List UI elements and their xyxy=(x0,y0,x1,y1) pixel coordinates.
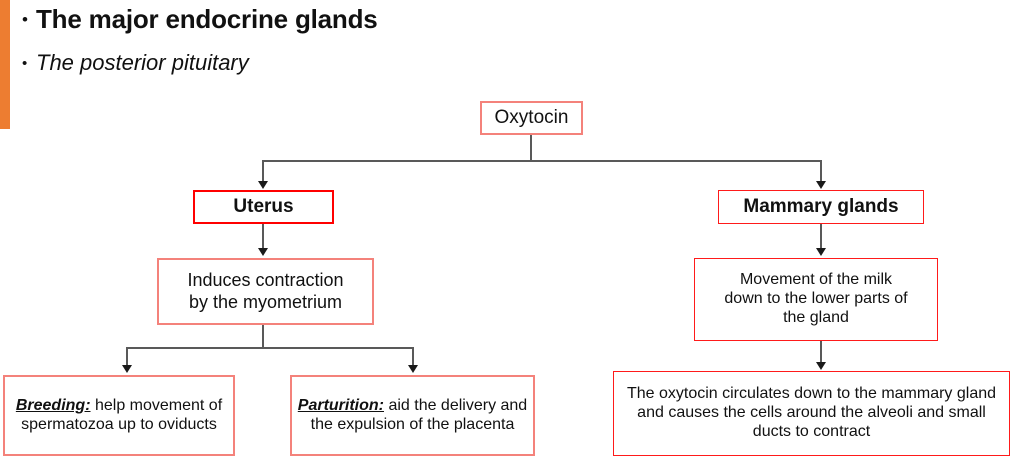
flow-node-parturition-label: Parturition: aid the delivery and the ex… xyxy=(292,397,533,435)
flow-node-uterus: Uterus xyxy=(193,190,334,224)
connector-bus-to-uterus xyxy=(262,160,264,182)
arrowhead-to-uterus-icon xyxy=(258,181,268,189)
parturition-lead-term: Parturition: xyxy=(297,396,384,414)
connector-oxytocin-stem xyxy=(530,135,532,162)
flow-node-oxytocin-circulates-label: The oxytocin circulates down to the mamm… xyxy=(626,385,997,440)
parturition-description: aid the delivery and the expulsion of th… xyxy=(310,396,528,433)
connector-bus-to-mammary xyxy=(820,160,822,182)
flow-node-induces-contraction-label: Induces contraction by the myometrium xyxy=(159,270,372,312)
bullet-item-major-endocrine-glands: • The major endocrine glands xyxy=(22,4,378,35)
flow-node-breeding: Breeding: help movement of spermatozoa u… xyxy=(3,375,235,456)
flow-node-movement-of-milk: Movement of the milk down to the lower p… xyxy=(694,258,938,341)
connector-movement-to-circulates xyxy=(820,341,822,364)
flow-node-breeding-label: Breeding: help movement of spermatozoa u… xyxy=(5,397,233,435)
flow-node-oxytocin-label: Oxytocin xyxy=(494,106,569,128)
breeding-lead-term: Breeding: xyxy=(15,396,91,414)
bullet-label: The major endocrine glands xyxy=(36,4,378,34)
arrowhead-to-breeding-icon xyxy=(122,365,132,373)
bullet-item-posterior-pituitary: • The posterior pituitary xyxy=(22,50,249,76)
connector-bus-to-breeding xyxy=(126,347,128,366)
bullet-marker-icon: • xyxy=(22,10,28,29)
arrowhead-to-movement-icon xyxy=(816,248,826,256)
arrowhead-to-parturition-icon xyxy=(408,365,418,373)
arrowhead-to-induces-icon xyxy=(258,248,268,256)
connector-main-horizontal-bus xyxy=(262,160,822,162)
connector-uterus-to-induces xyxy=(262,224,264,249)
flow-node-oxytocin: Oxytocin xyxy=(480,101,583,135)
flow-node-parturition: Parturition: aid the delivery and the ex… xyxy=(290,375,535,456)
connector-induces-split-bus xyxy=(126,347,414,349)
flow-node-movement-of-milk-label: Movement of the milk down to the lower p… xyxy=(695,271,937,328)
induces-line-2: by the myometrium xyxy=(188,291,343,312)
flow-node-induces-contraction: Induces contraction by the myometrium xyxy=(157,258,374,325)
arrowhead-to-circulates-icon xyxy=(816,362,826,370)
flow-node-mammary-glands: Mammary glands xyxy=(718,190,924,224)
bullet-marker-icon: • xyxy=(22,55,28,72)
flow-node-oxytocin-circulates: The oxytocin circulates down to the mamm… xyxy=(613,371,1010,456)
flow-node-mammary-glands-label: Mammary glands xyxy=(743,195,899,217)
connector-mammary-to-movement xyxy=(820,224,822,249)
arrowhead-to-mammary-icon xyxy=(816,181,826,189)
induces-line-1: Induces contraction xyxy=(187,270,344,291)
breeding-description: help movement of spermatozoa up to ovidu… xyxy=(21,396,223,433)
movement-line-3: the gland xyxy=(783,308,849,326)
orange-accent-bar xyxy=(0,0,10,129)
flow-node-uterus-label: Uterus xyxy=(233,195,294,217)
movement-line-2: down to the lower parts of xyxy=(724,290,908,308)
movement-line-1: Movement of the milk xyxy=(739,271,893,289)
connector-induces-stem xyxy=(262,325,264,348)
connector-bus-to-parturition xyxy=(412,347,414,366)
bullet-label: The posterior pituitary xyxy=(36,50,249,75)
